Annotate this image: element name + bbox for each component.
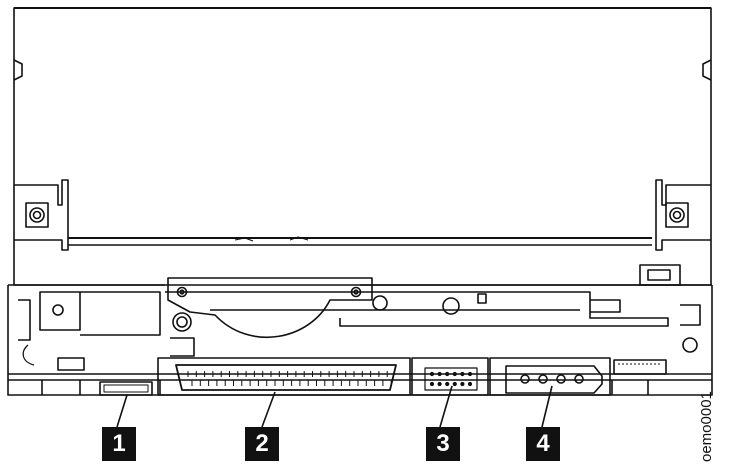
jumper-pin — [445, 371, 450, 377]
rear-chassis — [7, 264, 713, 396]
jumper-pin — [460, 371, 465, 377]
figure-id: oemo0001 — [698, 391, 715, 462]
callout-2: 2 — [245, 427, 279, 461]
left-mounting-bracket — [14, 179, 69, 251]
jumper-pin — [452, 371, 457, 377]
jumper-pin — [467, 371, 473, 377]
drive-housing — [13, 7, 712, 286]
right-mounting-bracket — [655, 179, 711, 251]
jumper-pin — [429, 381, 435, 387]
jumper-pin — [460, 381, 465, 387]
ribbon-connector — [613, 359, 667, 375]
jumper-pin — [452, 381, 457, 387]
spindle-bracket — [167, 277, 373, 357]
connector-4-power — [489, 357, 611, 396]
jumper-pin — [437, 371, 442, 377]
leader-lines — [116, 385, 553, 428]
connector-3-jumper-block — [411, 357, 489, 396]
connector-2-scsi — [157, 357, 411, 396]
connector-1 — [99, 381, 153, 396]
callout-1: 1 — [102, 427, 136, 461]
jumper-pin — [437, 381, 442, 387]
jumper-pin — [445, 381, 450, 387]
jumper-pin — [467, 381, 473, 387]
callout-4: 4 — [526, 427, 560, 461]
callout-3: 3 — [426, 427, 460, 461]
jumper-pin — [429, 371, 435, 377]
